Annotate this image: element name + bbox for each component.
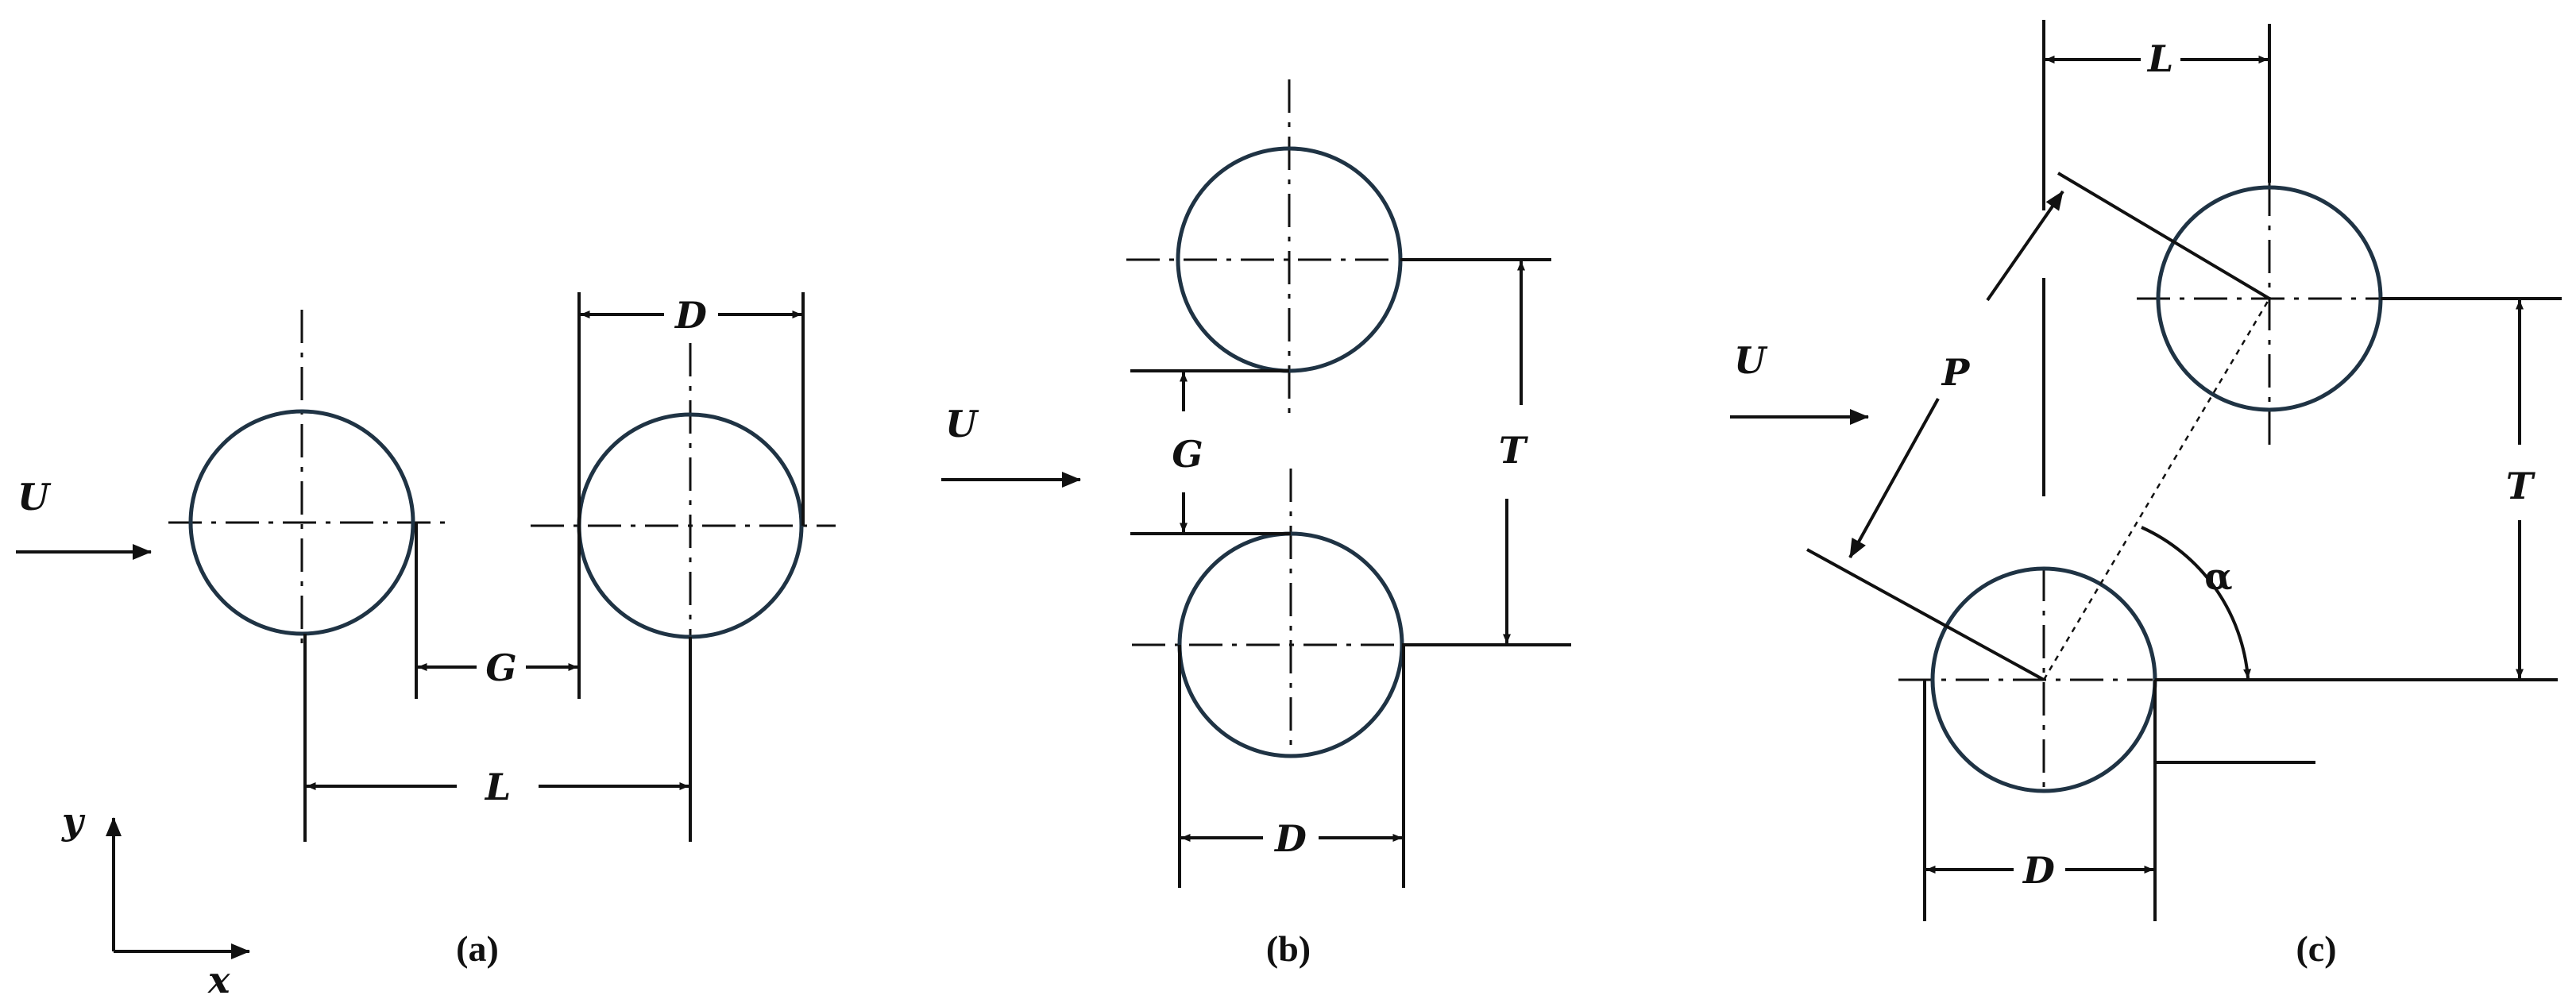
spacing-label-a: L (484, 766, 511, 808)
caption-b: (b) (1266, 928, 1311, 969)
angle-label-c: α (2204, 555, 2232, 598)
cylinder-upstream-a (188, 409, 415, 636)
dim-extension-p-upper-c (2057, 172, 2271, 300)
gap-label-a: G (485, 646, 516, 689)
pitch-label-c: P (1941, 351, 1971, 394)
spacing-label-c: L (2146, 37, 2173, 80)
center-connector-line-c (2042, 298, 2271, 681)
axis-x-label: x (207, 959, 230, 1001)
axis-y-label: y (61, 800, 86, 843)
dim-extension-p-lower-c (1806, 548, 2045, 681)
flow-label-c: U (1734, 339, 1768, 382)
caption-c: (c) (2296, 928, 2336, 969)
transverse-label-c: T (2506, 465, 2536, 507)
dim-arrow-p-down-c (1848, 398, 1940, 558)
panel-c: U L P T α (1730, 20, 2562, 969)
flow-label-b: U (945, 403, 979, 446)
diameter-label-b: D (1273, 817, 1307, 860)
panel-b: U G T D (b) (941, 79, 1571, 969)
gap-label-b: G (1172, 433, 1203, 476)
transverse-label-b: T (1499, 429, 1529, 472)
diameter-label-a: D (674, 294, 707, 337)
diameter-label-c: D (2022, 849, 2055, 892)
flow-label-a: U (17, 476, 52, 519)
angle-arc-alpha-c (2141, 526, 2252, 679)
caption-a: (a) (456, 928, 499, 969)
dim-arrow-p-up-c (1986, 190, 2064, 302)
panel-a: U D G L y x (a) (16, 292, 836, 1001)
